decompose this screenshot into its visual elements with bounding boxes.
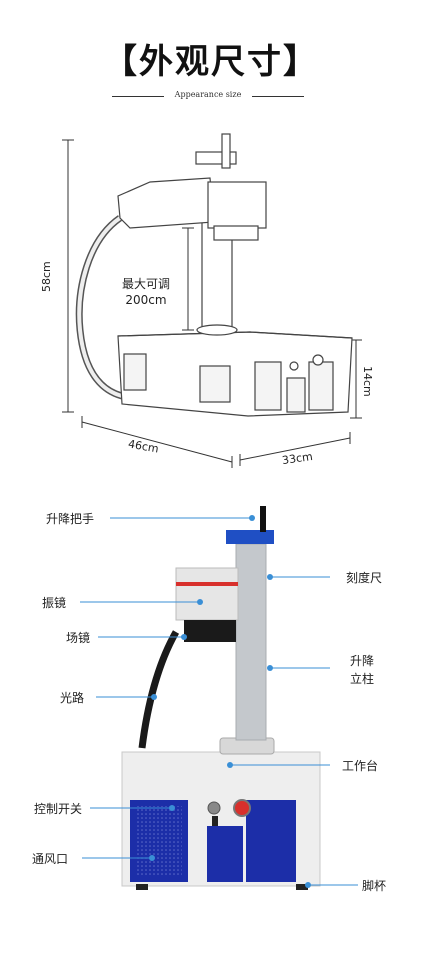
- red-stripe: [176, 582, 238, 586]
- subtitle-left-divider: [112, 96, 164, 97]
- foot-right: [296, 884, 308, 890]
- label-light-path: 光路: [60, 691, 85, 705]
- label-lift-column-line1: 升降: [350, 654, 375, 668]
- lift-column: [235, 543, 267, 741]
- vent-middle: [207, 826, 243, 882]
- column-cap: [226, 530, 274, 544]
- label-lift-column-line2: 立柱: [350, 672, 375, 686]
- handle-rod: [260, 506, 266, 532]
- page-title: 【外观尺寸】: [103, 42, 319, 82]
- vent-right: [246, 800, 296, 882]
- label-worktable: 工作台: [342, 759, 379, 773]
- depth-dimension-line: [239, 437, 351, 461]
- label-galvo: 振镜: [42, 596, 67, 610]
- power-switch: [207, 801, 221, 815]
- field-lens-mount: [184, 620, 236, 642]
- foot-left: [136, 884, 148, 890]
- label-scale-ruler: 刻度尺: [346, 571, 383, 585]
- emergency-stop: [233, 799, 251, 817]
- adjust-range-note: 最大可调 200cm: [112, 276, 180, 308]
- dimension-drawing: [62, 133, 362, 468]
- label-vent: 通风口: [32, 852, 69, 866]
- subtitle-row: Appearance size: [112, 90, 304, 104]
- galvo-head: [175, 567, 239, 621]
- width-dimension-line: [81, 421, 233, 463]
- label-foot-cup: 脚杯: [362, 879, 387, 893]
- page-subtitle: Appearance size: [174, 90, 242, 99]
- label-lift-column: 升降 立柱: [350, 652, 374, 688]
- adjust-note-line1: 最大可调: [121, 277, 170, 291]
- subtitle-right-divider: [252, 96, 304, 97]
- machine-sketch: [75, 133, 353, 417]
- label-lift-handle: 升降把手: [46, 512, 95, 526]
- optical-cable: [138, 630, 180, 749]
- adjust-note-line2: 200cm: [125, 293, 167, 307]
- label-control-switch: 控制开关: [34, 802, 83, 816]
- label-field-lens: 场镜: [66, 631, 91, 645]
